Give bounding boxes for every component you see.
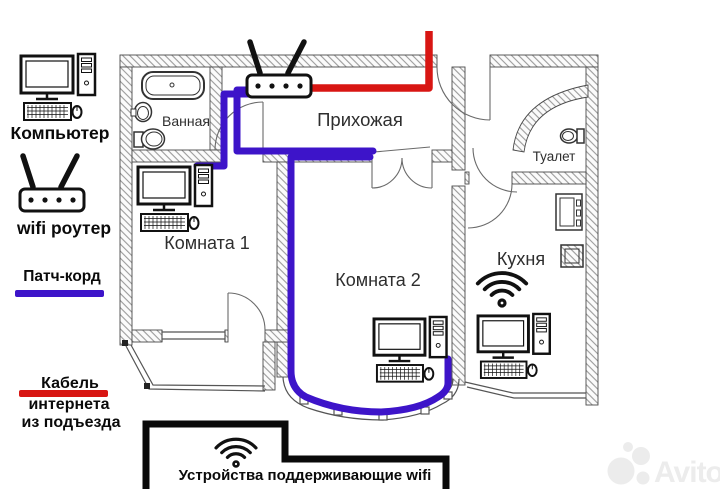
fixtures: [130, 71, 585, 268]
wall-top-right: [489, 54, 599, 68]
kitchen-label: Кухня: [497, 249, 545, 269]
room2-label: Комната 2: [335, 270, 421, 290]
wall-bathroom-bottom: [131, 149, 223, 163]
internet-cable-sample-line: [19, 390, 108, 397]
legend: Компьютер wifi роутер Патч-корд Кабель и…: [11, 52, 121, 431]
wall-room1-bottom-c: [264, 329, 291, 343]
sink-icon: [130, 101, 153, 123]
bathroom-label: Ванная: [162, 113, 210, 129]
room1-window: [161, 330, 226, 342]
legend-patchcord-label: Патч-корд: [23, 268, 101, 285]
watermark-text: Avito: [654, 456, 720, 489]
wall-toilet-curved: [512, 84, 589, 153]
balcony-door: [227, 292, 266, 331]
kitchen-wifi-signal-icon: [475, 271, 529, 308]
floorplan-walls: [119, 54, 599, 406]
wall-right: [585, 66, 599, 406]
wifi-devices-label: Устройства поддерживающие wifi: [179, 467, 432, 484]
bathroom-toilet-icon: [133, 128, 166, 150]
wall-stub-kitchen-door: [464, 171, 470, 185]
room1-label: Комната 1: [164, 233, 250, 253]
room1-door: [214, 101, 264, 151]
wall-left: [119, 66, 133, 346]
patch-cord-sample-line: [15, 290, 104, 297]
watermark-logo-circle-1: [607, 457, 635, 485]
hallway-router-icon: [247, 42, 311, 97]
legend-router-label: wifi роутер: [16, 218, 111, 238]
watermark-logo-circle-3: [636, 471, 650, 485]
hallway-label: Прихожая: [317, 109, 403, 130]
watermark-logo-circle-4: [623, 442, 633, 452]
wall-kitchen-left: [451, 185, 466, 386]
patch-cord-room2: [287, 153, 452, 416]
balcony-outline: [122, 340, 266, 392]
wall-room1-bottom-a: [131, 329, 163, 343]
room-labels: Ванная Прихожая Туалет Комната 1 Комната…: [162, 109, 575, 290]
room1-computer-icon: [136, 163, 214, 233]
wall-balcony-right: [262, 341, 276, 391]
watermark-logo-circle-2: [632, 447, 650, 465]
legend-cable-label-3: из подъезда: [22, 414, 121, 431]
legend-cable-label-1: Кабель: [41, 375, 99, 392]
wifi-devices-box-border: [142, 420, 450, 489]
watermark: Avito: [607, 442, 720, 489]
wifi-devices-box: Устройства поддерживающие wifi: [142, 420, 450, 489]
doors: [214, 66, 518, 331]
legend-cable-label-2: интернета: [28, 396, 109, 413]
stove-icon: [555, 193, 583, 231]
vent-shaft-icon: [560, 244, 584, 268]
wall-hallway-right: [451, 66, 466, 171]
kitchen-computer-icon: [476, 312, 552, 380]
internet-cable-line: [309, 31, 433, 92]
entry-door: [436, 66, 491, 121]
bathtub-icon: [141, 71, 205, 100]
toilet-label: Туалет: [533, 149, 576, 164]
room2-double-door: [371, 146, 433, 189]
wall-toilet-kitchen: [511, 171, 587, 185]
kitchen-window: [464, 381, 586, 399]
wifi-router-icon: [20, 156, 84, 211]
wall-top-left: [119, 54, 438, 68]
room2-computer-icon: [372, 315, 448, 384]
legend-computer-label: Компьютер: [11, 123, 110, 143]
computer-icon: [19, 52, 97, 122]
toilet-door: [472, 147, 518, 193]
patch-cord-hallway: [233, 86, 377, 155]
footer-wifi-icon: [214, 437, 258, 469]
toilet-room-toilet-icon: [559, 128, 585, 144]
